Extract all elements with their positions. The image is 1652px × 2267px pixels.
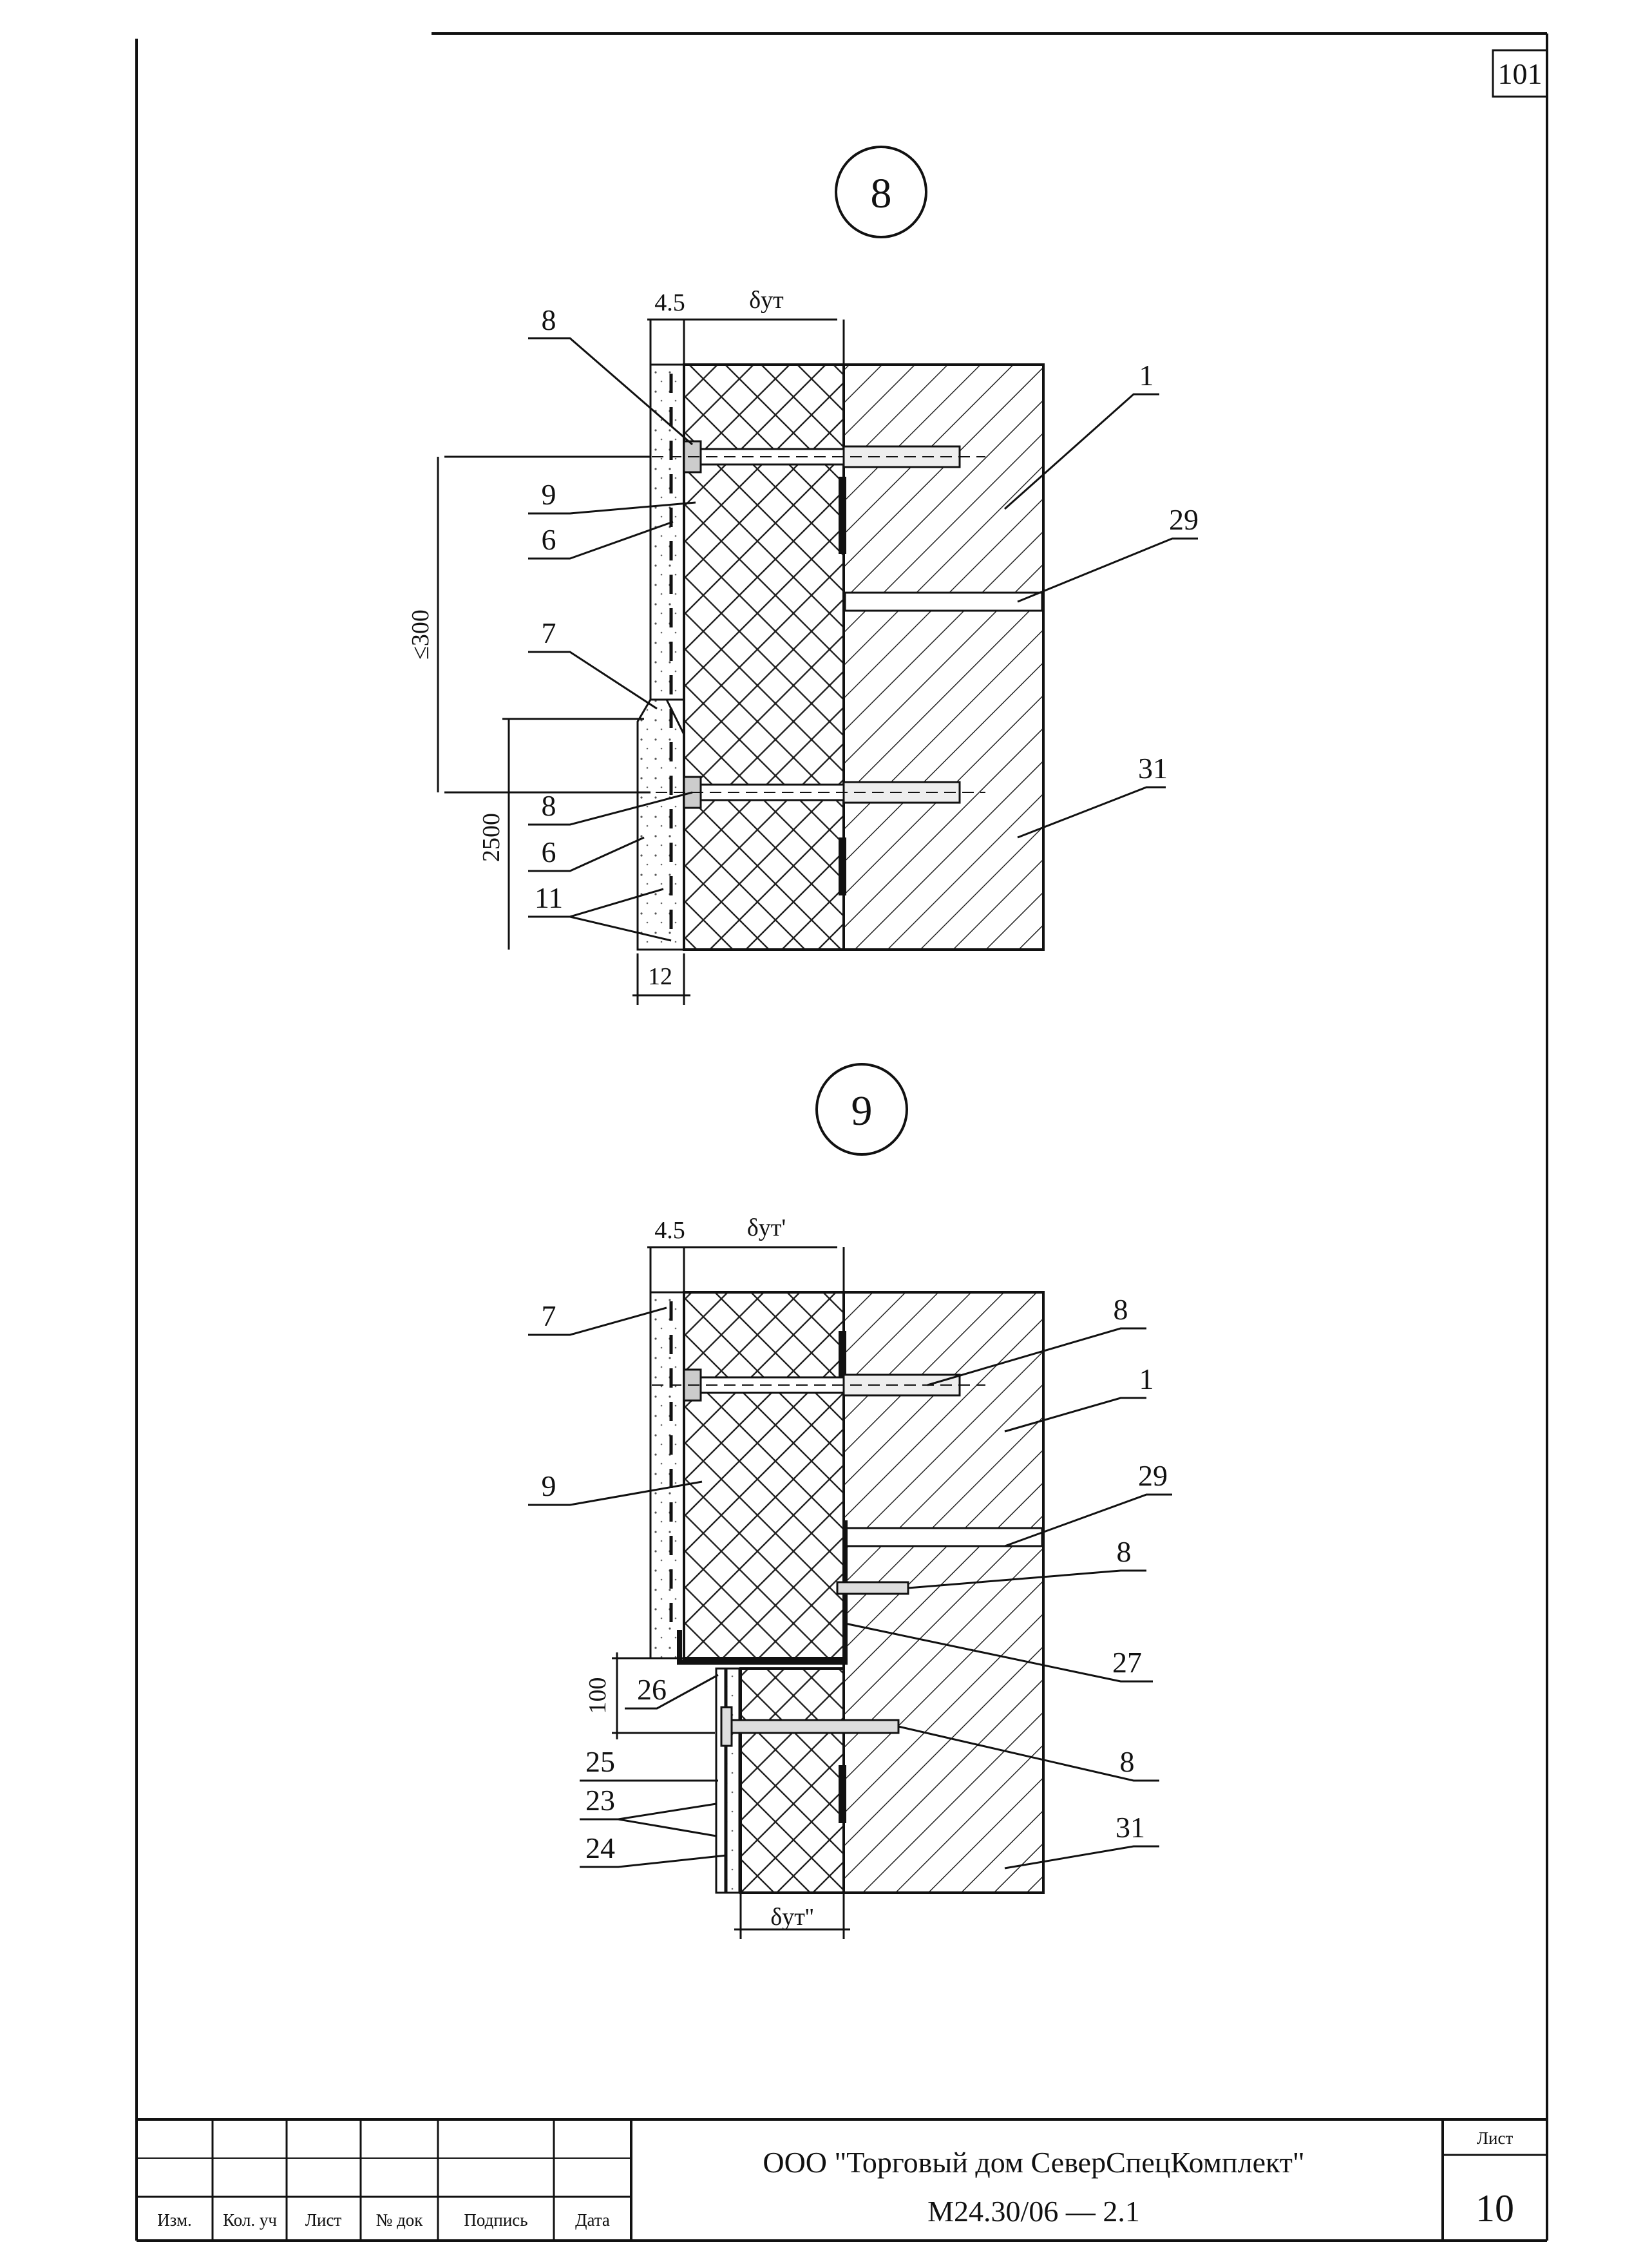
callout-9: 9 <box>542 478 556 511</box>
callout-23: 23 <box>585 1784 615 1817</box>
anchor-upper <box>652 440 985 473</box>
callout-26: 26 <box>637 1673 667 1706</box>
plaster-layer-9 <box>649 1291 685 1660</box>
dim-height-2500: 2500 <box>478 813 505 862</box>
detail-9-marker-circle <box>815 1063 908 1156</box>
title-block <box>137 2118 1547 2241</box>
header-izm: Изм. <box>157 2210 192 2230</box>
plaster-layer-lower <box>636 698 685 951</box>
callout-9-9: 9 <box>542 1469 556 1502</box>
dim-bottom-12: 12 <box>648 963 672 990</box>
callout-7: 7 <box>542 617 556 649</box>
company-name: ООО "Торговый дом СеверСпецКомплект" <box>763 2146 1304 2179</box>
title-block-headers: Изм. Кол. уч Лист № док Подпись Дата <box>157 2210 610 2230</box>
detail-8-leaders <box>528 337 1198 942</box>
callout-11: 11 <box>535 881 563 914</box>
callout-7-9: 7 <box>542 1299 556 1332</box>
plaster-layer-upper <box>649 363 685 701</box>
screw-profile <box>836 1581 909 1595</box>
callout-8-9-upper: 8 <box>1114 1293 1128 1326</box>
mortar-joint <box>844 591 1043 612</box>
detail-8-dimensions <box>437 318 845 1005</box>
callout-8-upper: 8 <box>542 303 556 336</box>
sheet-frame <box>135 32 1548 2242</box>
lower-insulation <box>739 1667 845 1894</box>
callout-6-upper: 6 <box>542 523 556 556</box>
dim-top-4-5-9: 4.5 <box>654 1217 685 1244</box>
detail-8-marker-circle <box>835 146 927 238</box>
header-kol-uch: Кол. уч <box>223 2210 277 2230</box>
detail-8: 8 <box>407 146 1199 1005</box>
mortar-joint-9 <box>844 1527 1043 1547</box>
header-data: Дата <box>575 2210 610 2230</box>
callout-25: 25 <box>585 1745 615 1778</box>
adhesive-strips <box>839 477 846 895</box>
detail-8-callout-labels: 8 9 6 7 8 6 11 1 29 31 <box>535 303 1199 914</box>
anchor-lower <box>638 776 985 809</box>
callout-31: 31 <box>1138 752 1168 785</box>
callout-27: 27 <box>1112 1646 1142 1679</box>
document-code: М24.30/06 — 2.1 <box>927 2195 1140 2228</box>
callout-8-lower: 8 <box>542 789 556 822</box>
callout-8-9-lower: 8 <box>1120 1745 1135 1778</box>
lower-cladding <box>715 1667 741 1894</box>
detail-9-leaders <box>528 1306 1172 1870</box>
callout-1-9: 1 <box>1139 1363 1154 1395</box>
callout-8-9-mid: 8 <box>1117 1535 1132 1568</box>
sheet-label: Лист <box>1477 2128 1514 2148</box>
detail-8-marker-number: 8 <box>871 170 892 217</box>
header-n-dok: № док <box>376 2210 424 2230</box>
callout-29: 29 <box>1169 503 1199 536</box>
dim-insulation-upper: δут' <box>747 1214 786 1241</box>
dim-height-100: 100 <box>584 1678 611 1714</box>
dim-top-4-5: 4.5 <box>654 289 685 316</box>
callout-6-lower: 6 <box>542 836 556 868</box>
header-list: Лист <box>305 2210 342 2230</box>
sheet-corner-number: 101 <box>1498 57 1543 90</box>
dim-insulation-lower: δут'' <box>770 1904 813 1931</box>
sheet-number: 10 <box>1476 2187 1514 2230</box>
detail-9: 9 <box>528 1063 1172 1939</box>
callout-24: 24 <box>585 1832 615 1864</box>
dim-anchor-spacing: ≤300 <box>407 609 434 660</box>
upper-insulation <box>683 1291 845 1660</box>
detail-9-marker-number: 9 <box>851 1087 873 1134</box>
detail-9-callout-labels: 7 9 26 25 23 24 8 1 29 8 27 8 31 <box>542 1293 1168 1864</box>
detail-9-dimensions <box>612 1246 850 1939</box>
callout-31-9: 31 <box>1116 1811 1145 1844</box>
dim-insulation-thickness: δут <box>749 287 784 314</box>
callout-1: 1 <box>1139 359 1154 392</box>
callout-29-9: 29 <box>1138 1459 1168 1492</box>
header-podpis: Подпись <box>464 2210 527 2230</box>
